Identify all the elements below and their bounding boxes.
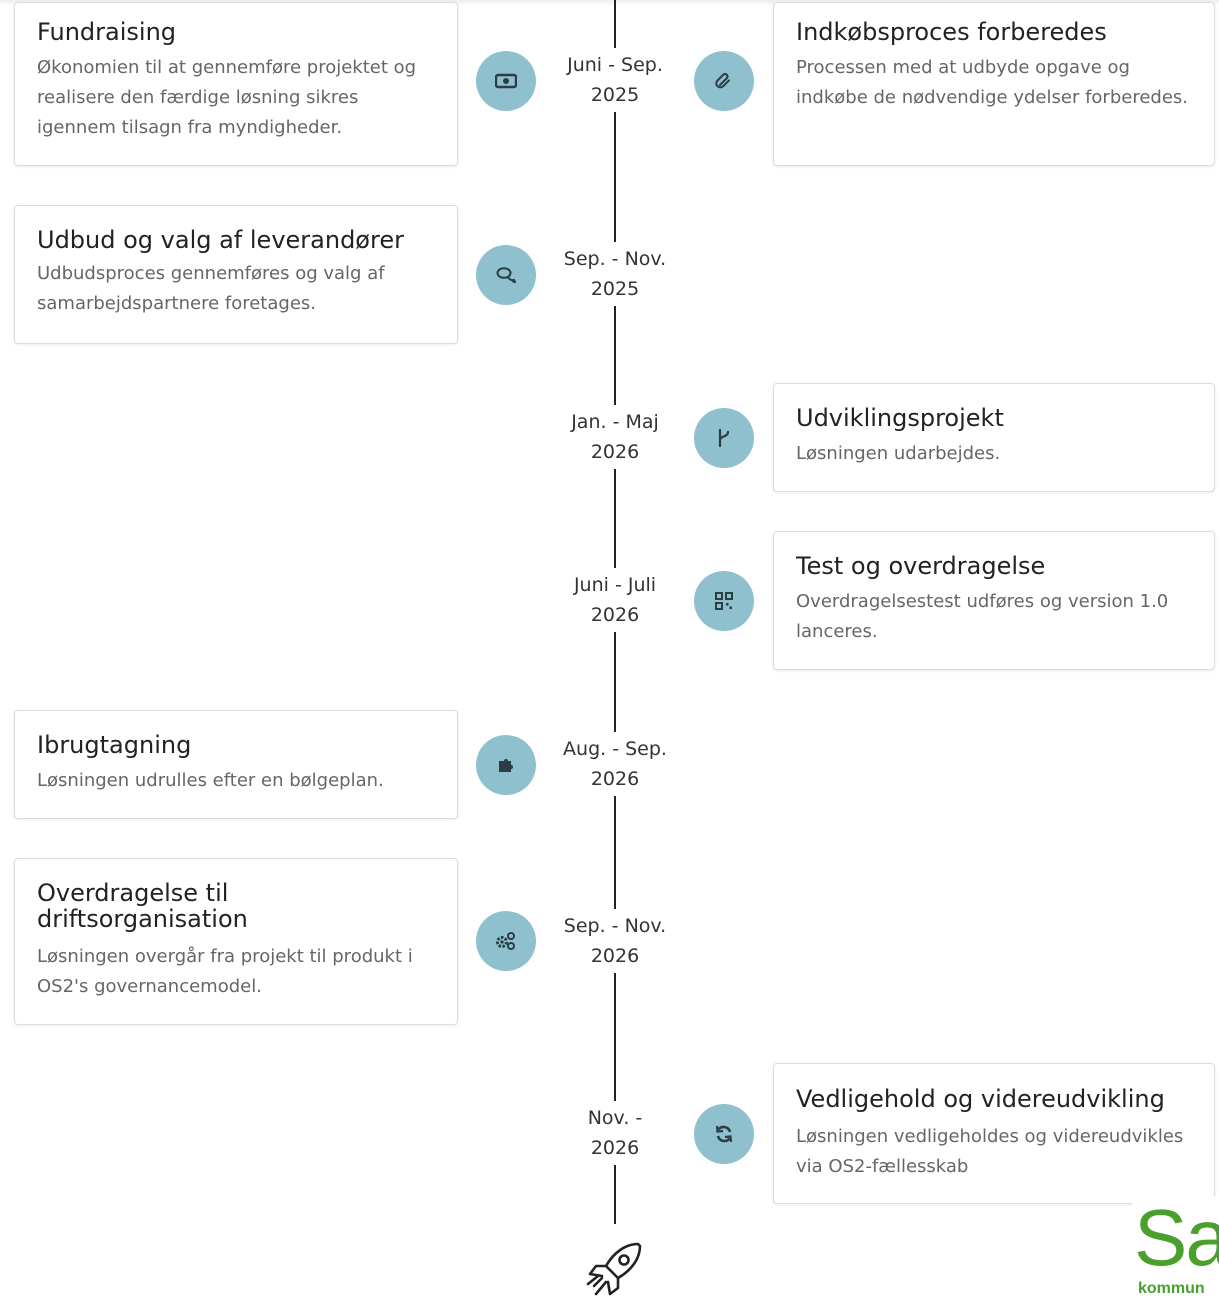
- date-year: 2026: [590, 441, 640, 463]
- date-period: Juni - Juli: [573, 574, 657, 596]
- rocket-icon: [582, 1238, 648, 1302]
- card-title: Vedligehold og videreudvikling: [796, 1085, 1165, 1113]
- card-title: Fundraising: [37, 18, 177, 46]
- timeline-date: Aug. - Sep. 2026: [555, 732, 675, 796]
- timeline-date: Juni - Sep. 2025: [555, 48, 675, 112]
- puzzle-icon: [476, 735, 536, 795]
- municipality-logo: Sa kommun: [1132, 1196, 1219, 1302]
- paperclip-icon: [694, 51, 754, 111]
- card-title: Ibrugtagning: [37, 731, 192, 759]
- date-period: Aug. - Sep.: [563, 738, 667, 760]
- date-year: 2026: [590, 945, 640, 967]
- timeline-date: Sep. - Nov. 2025: [555, 242, 675, 306]
- timeline-date: Nov. - 2026: [555, 1101, 675, 1165]
- refresh-icon: [694, 1104, 754, 1164]
- timeline-date: Jan. - Maj 2026: [555, 405, 675, 469]
- date-period: Nov. -: [587, 1107, 643, 1129]
- timeline-card-vedligehold: Vedligehold og videreudvikling Løsningen…: [773, 1063, 1215, 1204]
- card-title: Udbud og valg af leverandører: [37, 226, 404, 254]
- timeline-date: Sep. - Nov. 2026: [555, 909, 675, 973]
- branch-icon: [694, 408, 754, 468]
- header-shadow: [0, 0, 1219, 6]
- date-year: 2026: [590, 1137, 640, 1159]
- date-year: 2025: [590, 84, 640, 106]
- date-period: Sep. - Nov.: [563, 248, 667, 270]
- card-description: Processen med at udbyde opgave og indkøb…: [796, 57, 1189, 108]
- date-period: Sep. - Nov.: [563, 915, 667, 937]
- card-description: Overdragelsestest udføres og version 1.0…: [796, 591, 1169, 642]
- timeline-card-test: Test og overdragelse Overdragelsestest u…: [773, 531, 1215, 670]
- card-description: Løsningen udrulles efter en bølgeplan.: [37, 770, 384, 791]
- money-icon: [476, 51, 536, 111]
- qr-code-icon: [694, 571, 754, 631]
- timeline-card-indkoebsproces: Indkøbsproces forberedes Processen med a…: [773, 2, 1215, 166]
- date-year: 2025: [590, 278, 640, 300]
- logo-text: Sa: [1134, 1196, 1219, 1282]
- gears-icon: [476, 911, 536, 971]
- timeline-card-fundraising: Fundraising Økonomien til at gennemføre …: [14, 2, 458, 166]
- timeline-card-udbud: Udbud og valg af leverandører Udbudsproc…: [14, 205, 458, 344]
- card-title: Test og overdragelse: [796, 552, 1046, 580]
- date-year: 2026: [590, 604, 640, 626]
- date-year: 2026: [590, 768, 640, 790]
- card-title: Overdragelse til driftsorganisation: [37, 879, 248, 933]
- timeline-date: Juni - Juli 2026: [555, 568, 675, 632]
- card-title: Udviklingsprojekt: [796, 404, 1004, 432]
- card-description: Løsningen udarbejdes.: [796, 443, 1001, 464]
- card-description: Økonomien til at gennemføre projektet og…: [37, 57, 417, 138]
- chat-bubbles-icon: [476, 245, 536, 305]
- logo-subtext: kommun: [1138, 1280, 1205, 1297]
- card-description: Løsningen vedligeholdes og videreudvikle…: [796, 1126, 1184, 1177]
- card-description: Udbudsproces gennemføres og valg af sama…: [37, 263, 385, 314]
- date-period: Jan. - Maj: [571, 411, 659, 433]
- timeline-card-overdragelse: Overdragelse til driftsorganisation Løsn…: [14, 858, 458, 1025]
- card-description: Løsningen overgår fra projekt til produk…: [37, 946, 413, 997]
- timeline-card-ibrugtagning: Ibrugtagning Løsningen udrulles efter en…: [14, 710, 458, 819]
- date-period: Juni - Sep.: [567, 54, 663, 76]
- timeline-card-udviklingsprojekt: Udviklingsprojekt Løsningen udarbejdes.: [773, 383, 1215, 492]
- card-title: Indkøbsproces forberedes: [796, 18, 1107, 46]
